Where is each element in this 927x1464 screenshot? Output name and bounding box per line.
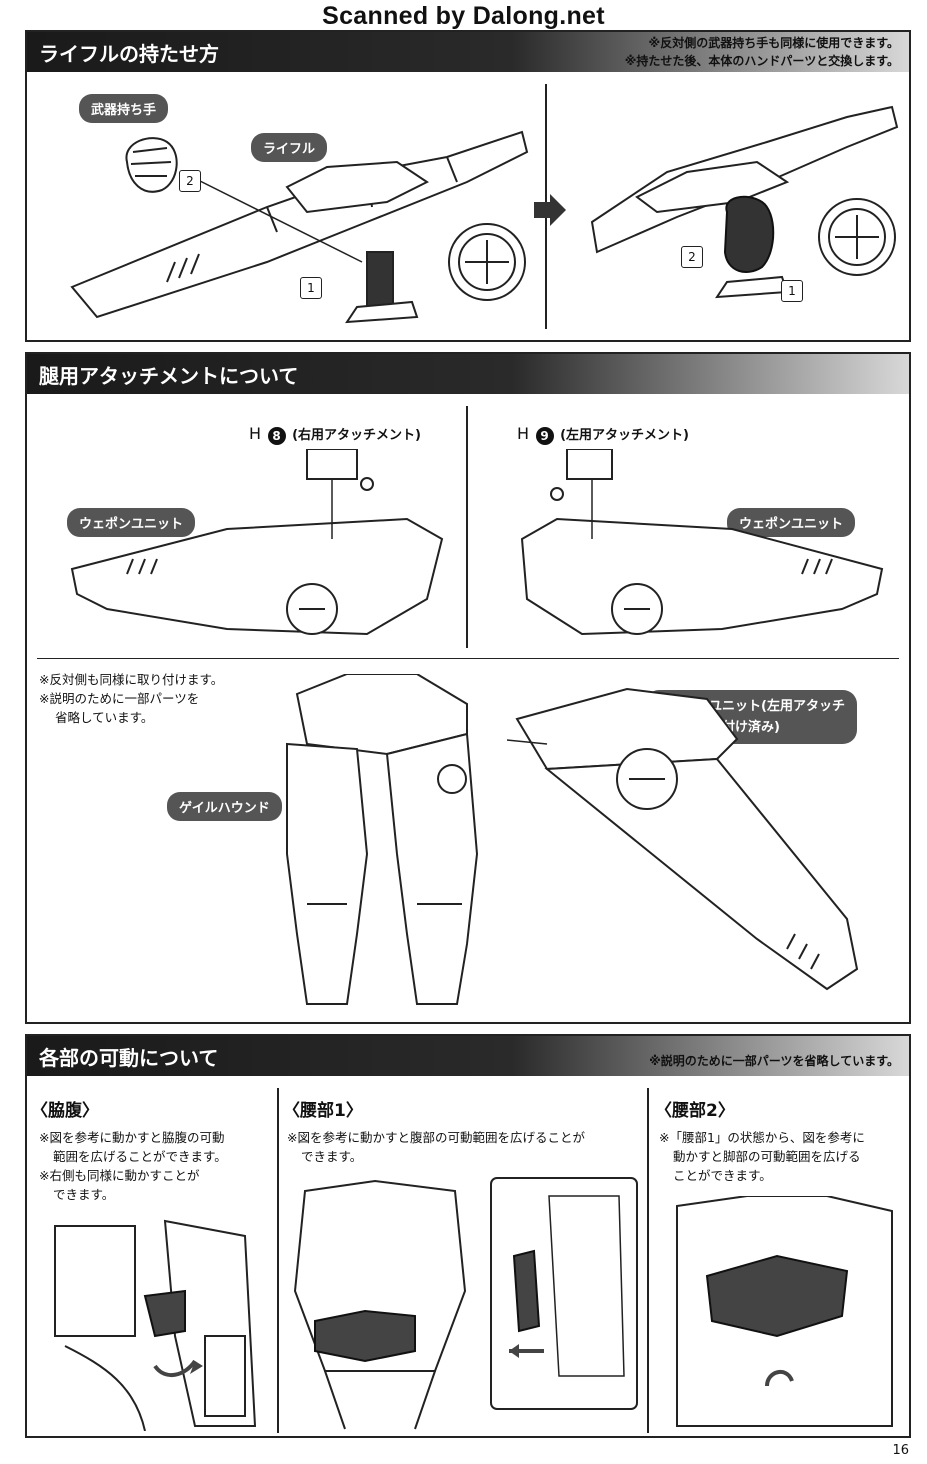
part-h8-label: H 8 (右用アタッチメント) [249,424,421,445]
part-number: 9 [535,426,554,445]
section-rifle: ライフルの持たせ方 ※反対側の武器持ち手も同様に使用できます。 ※持たせた後、本… [25,30,911,342]
weapon-unit-label: ウェポンユニット [67,508,196,537]
weapon-unit-label: ウェポンユニット [727,508,856,537]
section-title: 各部の可動について [39,1046,219,1070]
waist-1-detail-inset [490,1177,638,1410]
next-arrow-icon [534,194,566,226]
attached-weapon-diagram [507,687,859,991]
note-line: できます。 [301,1149,363,1164]
step-marker: 1 [781,280,803,302]
waist-2-diagram [676,1196,893,1427]
column-title: 〈腰部1〉 [283,1101,363,1121]
section-note-2: ※持たせた後、本体のハンドパーツと交換します。 [624,54,899,68]
note-line: ※反対側も同様に取り付けます。 [39,672,224,687]
note-line: できます。 [53,1187,115,1202]
note-line: ※図を参考に動かすと脇腹の可動 [39,1130,225,1145]
rifle-diagram-left [70,130,529,324]
step-marker: 2 [681,246,703,268]
note-line: ※図を参考に動かすと腹部の可動範囲を広げることが [287,1130,585,1145]
column-title: 〈脇腹〉 [31,1101,99,1121]
step-marker: 2 [179,170,201,192]
section-articulation: 各部の可動について ※説明のために一部パーツを省略しています。 〈脇腹〉 ※図を… [25,1034,911,1438]
part-letter: H [249,424,262,443]
part-desc: (左用アタッチメント) [560,428,689,443]
part-number: 8 [267,426,286,445]
weapon-unit-diagram-left-attach [520,449,884,636]
part-letter: H [517,424,530,443]
note-line: 省略しています。 [55,710,154,725]
section-title: ライフルの持たせ方 [39,42,219,66]
gale-hound-legs-diagram [286,674,479,1005]
weapon-unit-diagram-right-attach [70,449,444,636]
section-leg-attachment: 腿用アタッチメントについて H 8 (右用アタッチメント) H 9 (左用アタッ… [25,352,911,1024]
watermark: Scanned by Dalong.net [322,2,605,30]
section-header: 腿用アタッチメントについて [27,354,909,394]
section-title: 腿用アタッチメントについて [39,364,299,388]
section-header: ライフルの持たせ方 [27,32,909,72]
step-marker: 1 [300,277,322,299]
gale-hound-label: ゲイルハウンド [167,792,282,821]
panel-divider [466,406,468,648]
section-note-1: ※反対側の武器持ち手も同様に使用できます。 [648,36,899,50]
note-line: ※右側も同様に動かすことが [39,1168,200,1183]
rifle-label: ライフル [251,133,328,162]
note-line: ※「腰部1」の状態から、図を参考に [659,1130,865,1145]
note-line: ことができます。 [673,1168,772,1183]
hand-label: 武器持ち手 [79,94,169,123]
column-divider [647,1088,649,1433]
page-number: 16 [892,1443,909,1458]
column-title: 〈腰部2〉 [655,1101,735,1121]
flank-diagram [54,1219,257,1431]
part-desc: (右用アタッチメント) [292,428,421,443]
rifle-diagram-right [590,105,899,299]
waist-1-diagram [293,1179,467,1430]
note-line: 動かすと脚部の可動範囲を広げる [673,1149,861,1164]
row-divider [37,658,899,659]
part-h9-label: H 9 (左用アタッチメント) [517,424,689,445]
note-line: ※説明のために一部パーツを [39,691,200,706]
section-note: ※説明のために一部パーツを省略しています。 [649,1054,899,1068]
section-header: 各部の可動について [27,1036,909,1076]
note-line: 範囲を広げることができます。 [53,1149,227,1164]
column-divider [277,1088,279,1433]
